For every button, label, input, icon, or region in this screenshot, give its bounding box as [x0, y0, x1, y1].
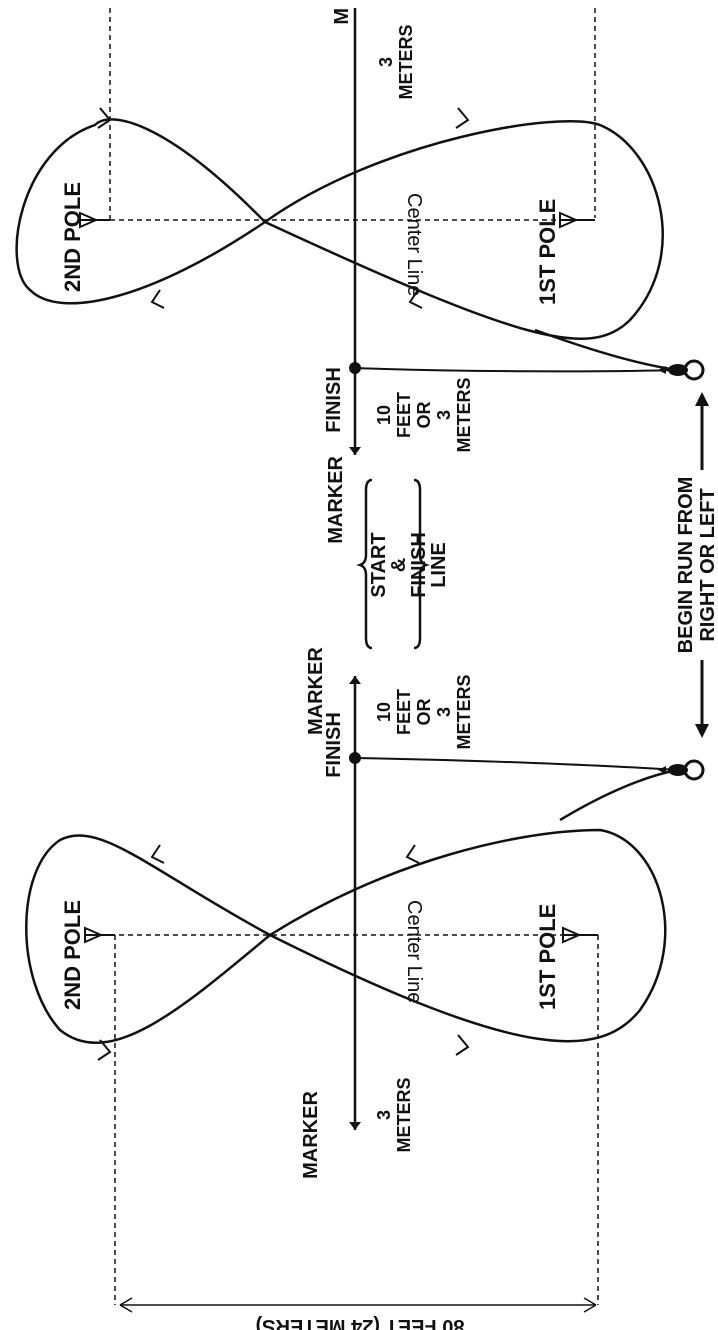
- lower-second-pole-icon: [84, 926, 115, 944]
- upper-center-line-label: Center Line: [403, 193, 425, 296]
- dimension-label: 80 FEET (24 METERS): [256, 1315, 465, 1330]
- lower-exit-path: [354, 757, 679, 771]
- lower-feet-label: FEET: [394, 689, 414, 735]
- upper-finish-label: FINISH: [323, 367, 345, 433]
- lower-center-line-label: Center Line: [403, 900, 425, 1003]
- start-brace-left: [356, 478, 373, 650]
- lower-marker-arrow-end: [349, 1122, 361, 1130]
- upper-three-label-2: 3: [434, 410, 454, 420]
- lower-finish-label: FINISH: [323, 712, 345, 778]
- ampersand-label: &: [388, 558, 410, 572]
- lower-entry-path: [559, 768, 679, 822]
- lower-direction-chevron: [455, 1034, 470, 1056]
- lower-three-label: 3: [434, 707, 454, 717]
- begin-run-group: BEGIN RUN FROM RIGHT OR LEFT: [675, 392, 718, 738]
- dimension-arrow-left: [119, 1297, 133, 1313]
- start-brace-right: [413, 478, 430, 650]
- begin-run-arrow-head-up: [695, 392, 709, 406]
- dimension-group: 80 FEET (24 METERS): [119, 1297, 597, 1330]
- upper-first-pole-icon: [559, 211, 595, 229]
- lower-second-pole-label: 2ND POLE: [60, 900, 85, 1010]
- lower-or-label: OR: [414, 698, 434, 725]
- lower-direction-chevron: [150, 844, 165, 864]
- upper-exit-path: [354, 367, 679, 373]
- lower-marker-arrow: [349, 676, 361, 684]
- lower-rider-icon: [658, 759, 705, 781]
- lower-ten-label: 10: [374, 702, 394, 722]
- start-label: START: [368, 532, 390, 597]
- upper-three-label: 3: [376, 57, 396, 67]
- dimension-arrow-right: [583, 1297, 597, 1313]
- upper-direction-chevron: [97, 107, 112, 129]
- upper-marker-label: MARKER: [325, 455, 347, 543]
- lower-meters-label: METERS: [454, 674, 474, 749]
- upper-rider-icon: [658, 359, 705, 381]
- lower-figure-eight-path: [25, 828, 667, 1044]
- start-finish-line-group: START & FINISH LINE: [356, 478, 450, 650]
- lower-first-pole-icon: [562, 926, 598, 944]
- upper-second-pole-icon: [79, 211, 110, 229]
- upper-meters-label: METERS: [396, 24, 416, 99]
- lower-marker-label-top: MARKER: [305, 647, 327, 735]
- upper-direction-chevron: [455, 107, 470, 129]
- upper-ten-label: 10: [374, 405, 394, 425]
- begin-run-label: BEGIN RUN FROM: [675, 477, 697, 654]
- upper-meters-label-2: METERS: [454, 377, 474, 452]
- upper-direction-chevron: [408, 289, 423, 309]
- upper-marker-arrow: [349, 447, 361, 455]
- lower-three-label-2: 3: [374, 1110, 394, 1120]
- lower-marker-label-bottom: MARKER: [300, 1091, 322, 1179]
- upper-direction-chevron: [150, 289, 165, 309]
- finish-word-label: FINISH: [408, 532, 430, 598]
- upper-clipped-marker-label: M: [331, 8, 353, 25]
- lower-direction-chevron: [405, 844, 420, 864]
- line-label: LINE: [428, 542, 450, 588]
- begin-run-arrow-head-down: [695, 724, 709, 738]
- upper-course: 2ND POLE 1ST POLE Center Line 3 METERS M…: [15, 8, 705, 544]
- lower-first-pole-label: 1ST POLE: [535, 904, 560, 1010]
- upper-first-pole-label: 1ST POLE: [535, 199, 560, 305]
- lower-course: 2ND POLE 1ST POLE Center Line FINISH MAR…: [25, 647, 705, 1305]
- upper-second-pole-label: 2ND POLE: [60, 182, 85, 292]
- lower-meters-label-2: METERS: [394, 1077, 414, 1152]
- upper-feet-label: FEET: [394, 392, 414, 438]
- begin-run-arrow-gap: [696, 470, 712, 660]
- upper-figure-eight-path: [15, 118, 664, 340]
- lower-direction-chevron: [97, 1039, 112, 1061]
- upper-or-label: OR: [414, 401, 434, 428]
- right-or-left-label: RIGHT OR LEFT: [697, 488, 718, 641]
